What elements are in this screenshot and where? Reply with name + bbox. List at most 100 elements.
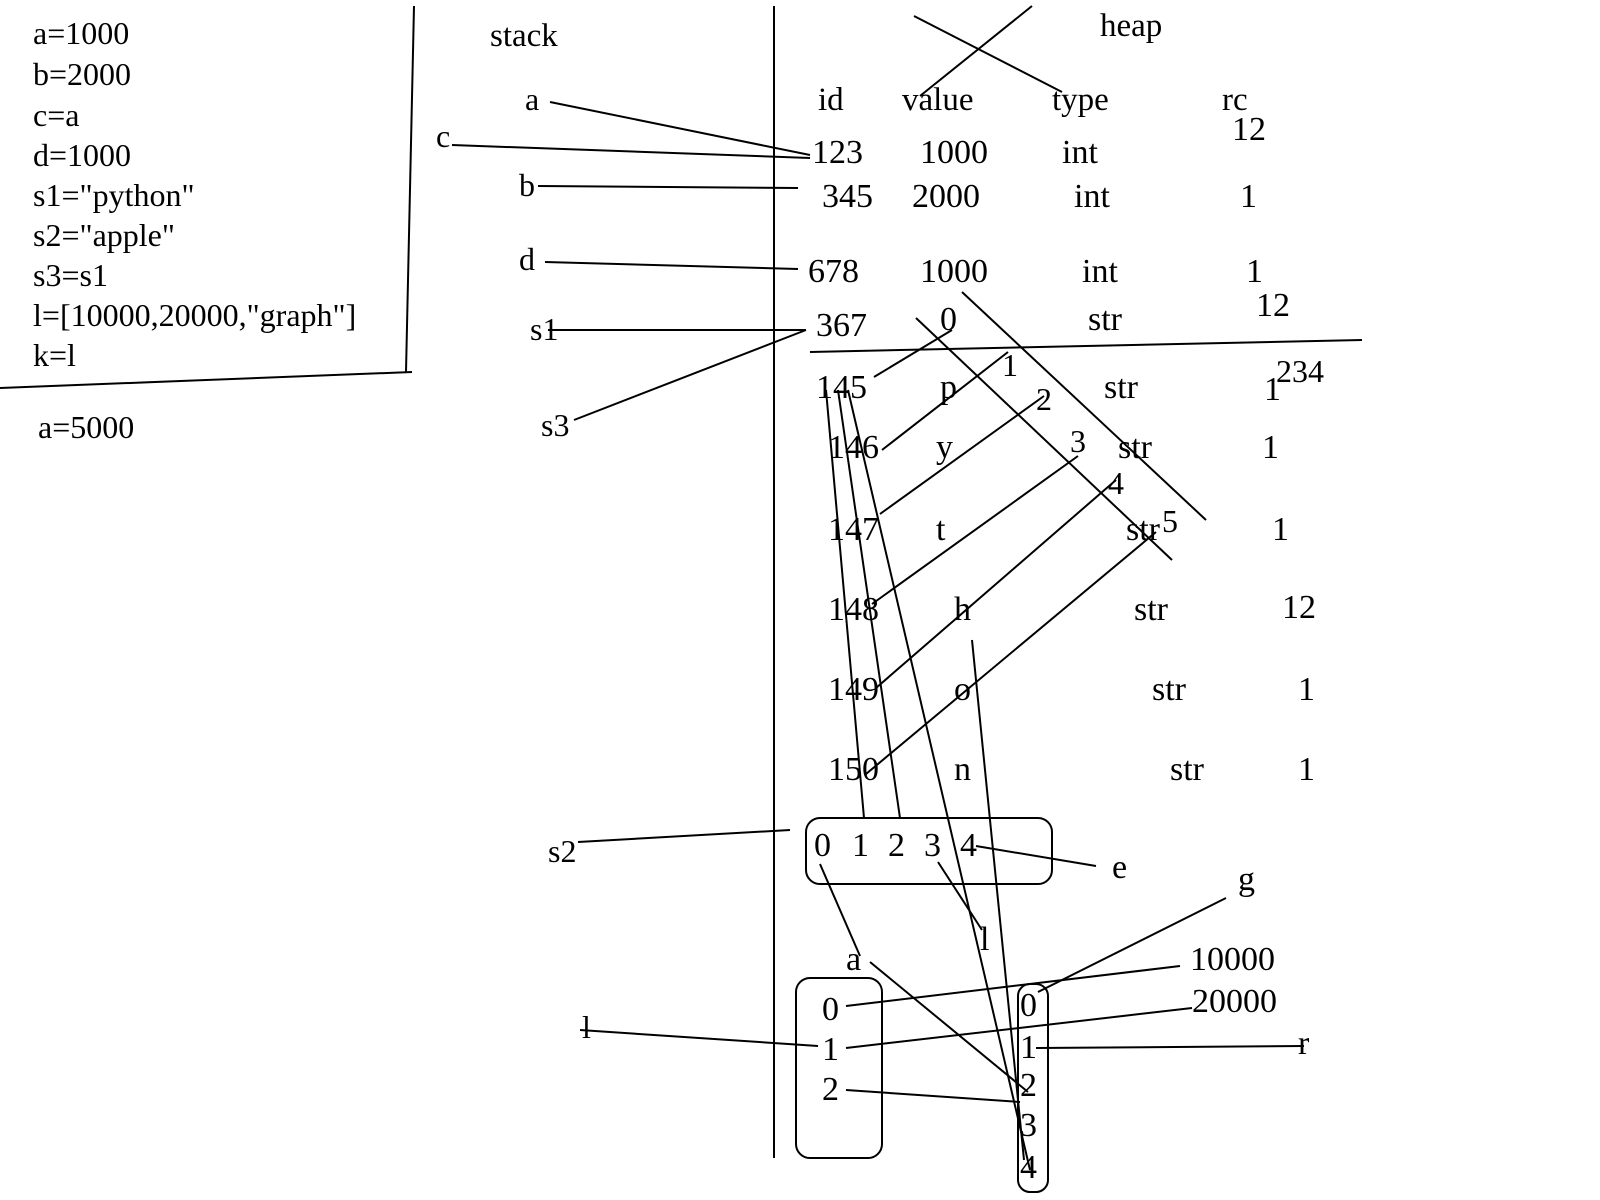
index-link: [937, 861, 983, 931]
code-line: l=[10000,20000,"graph"]: [33, 297, 356, 333]
var-s2: s2: [548, 833, 576, 869]
var-a: a: [525, 81, 539, 117]
index-link: [875, 479, 1117, 689]
apple-index: 0: [814, 827, 831, 864]
index-link: [971, 639, 1025, 1161]
list-value: 10000: [1190, 941, 1275, 978]
type-column-header: type: [1052, 82, 1109, 118]
char-value: y: [936, 429, 953, 466]
index-link: [1037, 897, 1227, 993]
var-s3: s3: [541, 407, 569, 443]
code-line: s3=s1: [33, 257, 108, 293]
code-box-right-edge: [405, 5, 415, 373]
char-id: 145: [816, 369, 867, 406]
pointer-d: [544, 261, 799, 270]
obj-value: 1000: [920, 134, 988, 171]
char-rc: 1: [1298, 751, 1315, 788]
char-value: p: [940, 369, 957, 406]
cross-out-stroke: [919, 5, 1033, 97]
obj-rc: 12: [1256, 287, 1290, 324]
index-link: [881, 351, 1009, 451]
char-value: h: [954, 591, 971, 628]
index-link: [819, 863, 861, 957]
pointer-c: [451, 144, 811, 159]
apple-index: 3: [924, 827, 941, 864]
cross-out-stroke: [913, 15, 1063, 93]
rc-column-header: rc: [1222, 82, 1248, 118]
id-column-header: id: [818, 82, 844, 118]
obj-id: 678: [808, 253, 859, 290]
code-line: k=l: [33, 337, 76, 373]
pointer-s2: [577, 829, 791, 843]
char-value: o: [954, 671, 971, 708]
list-value: 20000: [1192, 983, 1277, 1020]
cross-out-stroke: [915, 317, 1173, 561]
index-link: [847, 389, 1031, 1171]
string-index: 5: [1162, 503, 1178, 539]
obj-type: str: [1088, 301, 1123, 338]
list-index: 2: [822, 1071, 839, 1108]
char-rc: 1: [1272, 511, 1289, 548]
letter-e: e: [1112, 849, 1127, 886]
char-id: 146: [828, 429, 879, 466]
char-id: 147: [828, 511, 879, 548]
char-rc: 1: [1298, 671, 1315, 708]
obj-type: int: [1082, 253, 1118, 290]
string-index: 4: [1108, 465, 1124, 501]
graph-index: 0: [1020, 987, 1037, 1024]
index-link: [975, 845, 1097, 867]
index-link: [871, 455, 1079, 605]
index-link: [869, 961, 1029, 1093]
code-line: a=1000: [33, 15, 129, 51]
index-link: [865, 531, 1157, 775]
list-link: [845, 1089, 1021, 1103]
obj-rc: 1: [1240, 178, 1257, 215]
var-b: b: [519, 167, 535, 203]
char-type: str: [1170, 751, 1205, 788]
char-value: t: [936, 511, 946, 548]
graph-index: 2: [1020, 1067, 1037, 1104]
value-column-header: value: [902, 82, 973, 118]
pointer-a: [549, 101, 811, 156]
graph-index: 1: [1020, 1029, 1037, 1066]
code-line: s2="apple": [33, 217, 175, 253]
var-l: l: [582, 1009, 591, 1045]
heap-separator: [809, 339, 1363, 353]
string-index: 2: [1036, 381, 1052, 417]
apple-index: 4: [960, 827, 977, 864]
graph-index: 4: [1020, 1149, 1037, 1186]
index-link: [837, 389, 901, 819]
char-rc: 1: [1262, 429, 1279, 466]
list-index: 1: [822, 1031, 839, 1068]
obj-value: 1000: [920, 253, 988, 290]
cross-out-stroke: [961, 291, 1207, 521]
obj-id: 367: [816, 307, 867, 344]
list-index: 0: [822, 991, 839, 1028]
char-rc: 12: [1282, 589, 1316, 626]
obj-type: int: [1074, 178, 1110, 215]
string-index: 1: [1002, 347, 1018, 383]
obj-id: 123: [812, 134, 863, 171]
obj-value: 2000: [912, 178, 980, 215]
pointer-s3: [573, 329, 807, 421]
char-rc: 1: [1264, 371, 1281, 408]
code-line: c=a: [33, 97, 79, 133]
letter-g: g: [1238, 861, 1255, 898]
index-link: [879, 395, 1045, 515]
letter-l: l: [980, 921, 989, 958]
letter-a: a: [846, 941, 861, 978]
obj-value: 0: [940, 301, 957, 338]
pointer-l: [579, 1029, 819, 1047]
letter-r: r: [1298, 1025, 1310, 1062]
code-line: s1="python": [33, 177, 195, 213]
var-d: d: [519, 241, 535, 277]
code-line: d=1000: [33, 137, 131, 173]
apple-index: 2: [888, 827, 905, 864]
string-index: 3: [1070, 423, 1086, 459]
char-type: str: [1104, 369, 1139, 406]
index-link: [873, 329, 953, 378]
reassign-statement: a=5000: [38, 409, 134, 445]
char-type: str: [1134, 591, 1169, 628]
graph-index-box: [1017, 983, 1049, 1193]
obj-rc: 1: [1246, 253, 1263, 290]
